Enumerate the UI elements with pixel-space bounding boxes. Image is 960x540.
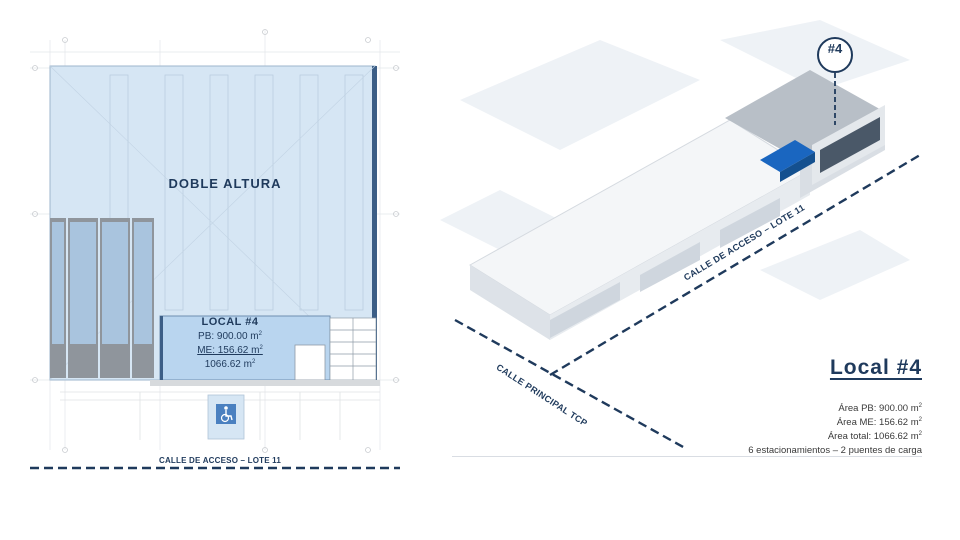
info-divider [452, 456, 922, 457]
floor-plan [30, 29, 400, 470]
map-background [440, 20, 910, 300]
iso-street-acceso-line [549, 153, 921, 377]
grid-markers [32, 29, 399, 453]
local-plan-name: LOCAL #4 [201, 316, 259, 328]
info-extra: 6 estacionamientos – 2 puentes de carga [748, 445, 922, 456]
badge-label: #4 [827, 41, 843, 56]
accessibility-icon [216, 404, 236, 424]
local-title: Local #4 [829, 356, 922, 379]
isometric-view [440, 20, 921, 450]
info-area-pb: Área PB: 900.00 m2 [838, 403, 922, 414]
double-height-label: DOBLE ALTURA [168, 176, 282, 191]
local-4-badge [817, 37, 853, 73]
warehouse-block [469, 119, 811, 340]
info-area-total: Área total: 1066.62 m2 [827, 431, 922, 442]
plan-street-label: CALLE DE ACCESO – LOTE 11 [158, 456, 282, 465]
iso-street-principal-line [454, 318, 686, 450]
local-4-building [725, 70, 885, 198]
stairs [329, 317, 377, 381]
local-plan-me: ME: 156.62 m2 [197, 345, 263, 356]
info-area-me: Área ME: 156.62 m2 [836, 417, 922, 428]
racks [109, 74, 364, 311]
local-plan-total: 1066.62 m2 [204, 359, 256, 370]
loading-bays [50, 218, 154, 378]
local-plan-pb: PB: 900.00 m2 [198, 331, 262, 342]
